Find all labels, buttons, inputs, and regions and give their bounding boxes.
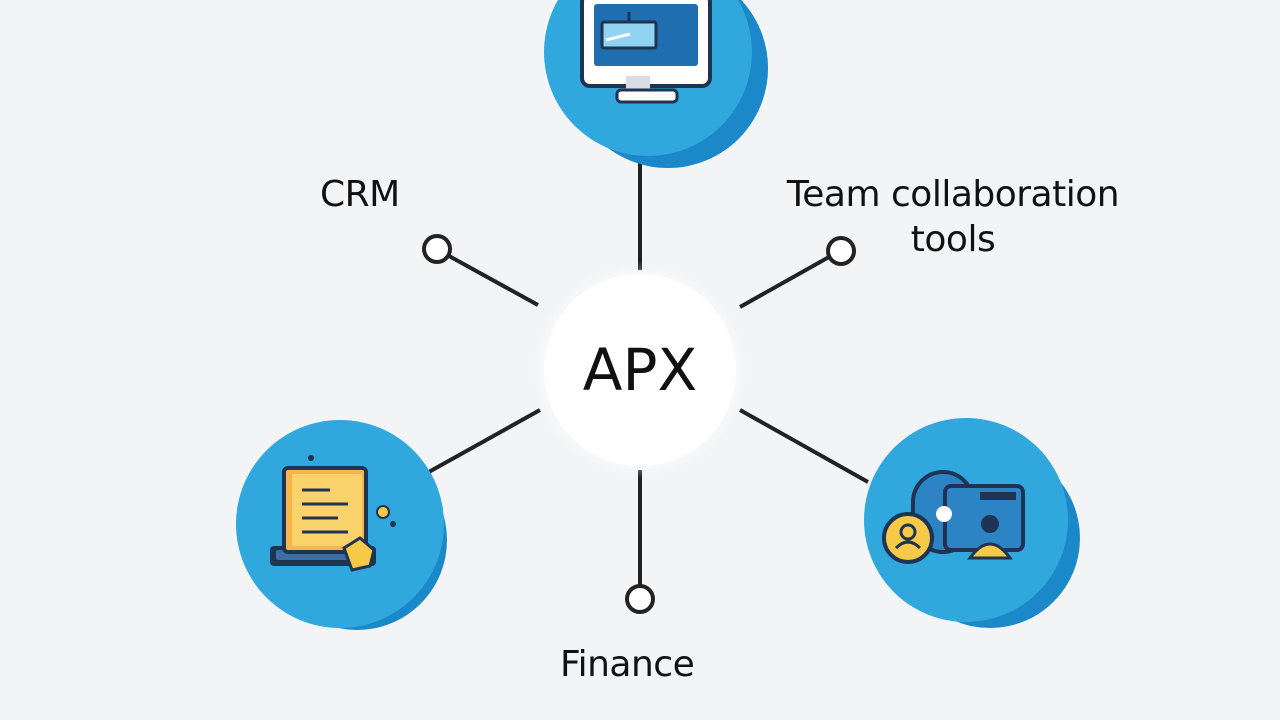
finance-label: Finance (560, 644, 695, 685)
hub-circle (544, 274, 736, 466)
hub-label: APX (582, 336, 698, 404)
endpoint-team (826, 236, 856, 266)
connector-crm (448, 254, 539, 307)
connector-left-bottom (417, 408, 541, 480)
top-node (544, 0, 768, 168)
monitor-icon (580, 0, 712, 104)
left-bottom-node (236, 420, 447, 630)
crm-label: CRM (320, 174, 400, 215)
team-collaboration-label: Team collaboration tools (786, 174, 1120, 260)
connector-right-bottom (739, 408, 869, 484)
endpoint-finance (625, 584, 655, 614)
right-bottom-node (864, 418, 1080, 628)
document-laptop-icon (270, 455, 396, 572)
endpoint-crm (422, 234, 452, 264)
video-call-team-icon (882, 470, 1025, 564)
connector-team (739, 255, 830, 309)
